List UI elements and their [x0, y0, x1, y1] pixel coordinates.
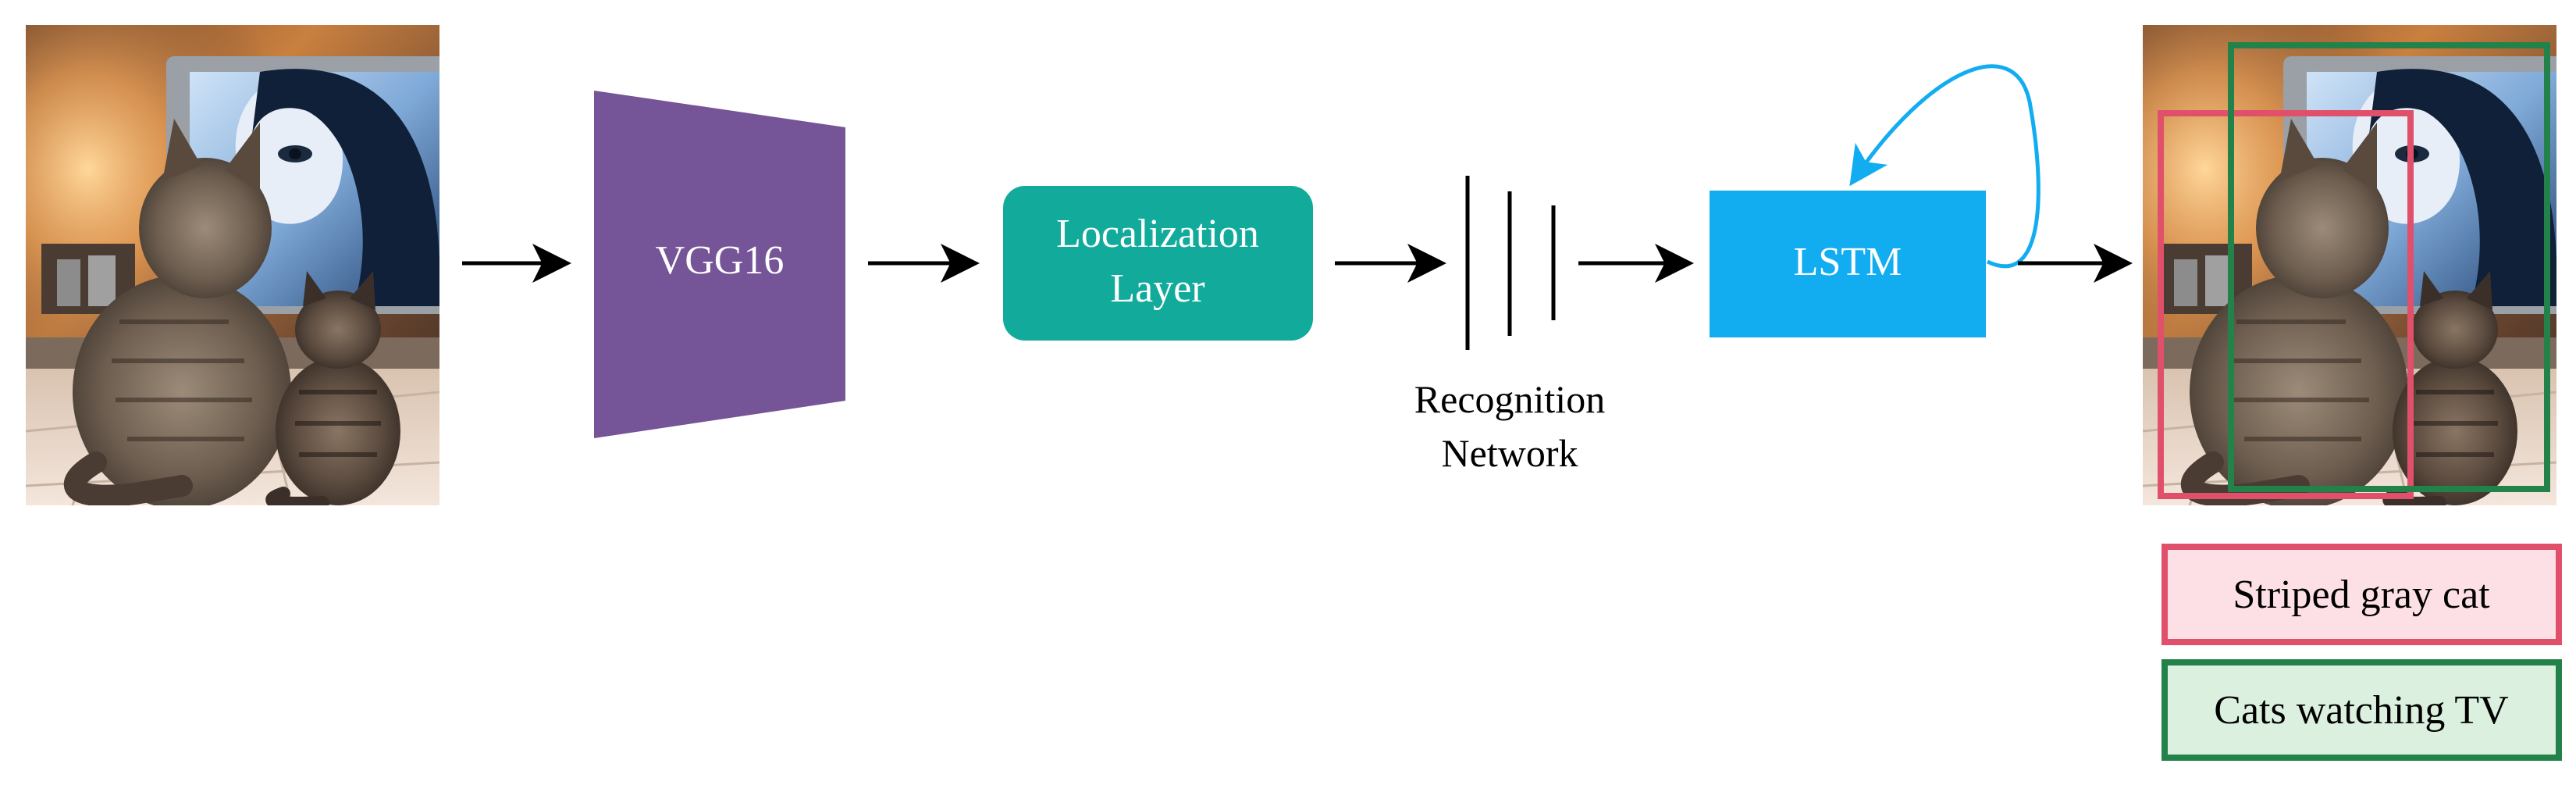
- vgg16-label: VGG16: [656, 238, 785, 283]
- recognition-label-line2: Network: [1442, 431, 1578, 475]
- caption-striped-gray-cat-text: Striped gray cat: [2233, 573, 2490, 617]
- recognition-label-line1: Recognition: [1414, 377, 1605, 421]
- caption-striped-gray-cat: Striped gray cat: [2161, 544, 2562, 645]
- lstm-block: LSTM: [1710, 64, 2041, 337]
- caption-cats-watching-tv-text: Cats watching TV: [2214, 688, 2508, 733]
- localization-label-line1: Localization: [1056, 212, 1259, 256]
- output-box-striped-gray-cat: [2158, 110, 2414, 499]
- caption-cats-watching-tv: Cats watching TV: [2161, 659, 2562, 761]
- output-image: [2143, 25, 2564, 509]
- input-image: [26, 25, 447, 509]
- localization-layer-block: Localization Layer: [1003, 186, 1313, 341]
- lstm-recurrent-arrow: [1849, 64, 2041, 269]
- vgg16-block: VGG16: [594, 91, 845, 438]
- lstm-label: LSTM: [1794, 240, 1902, 284]
- recognition-network: Recognition Network: [1414, 176, 1605, 475]
- localization-label-line2: Layer: [1110, 266, 1204, 311]
- output-box-cats-watching-tv: [2228, 42, 2550, 492]
